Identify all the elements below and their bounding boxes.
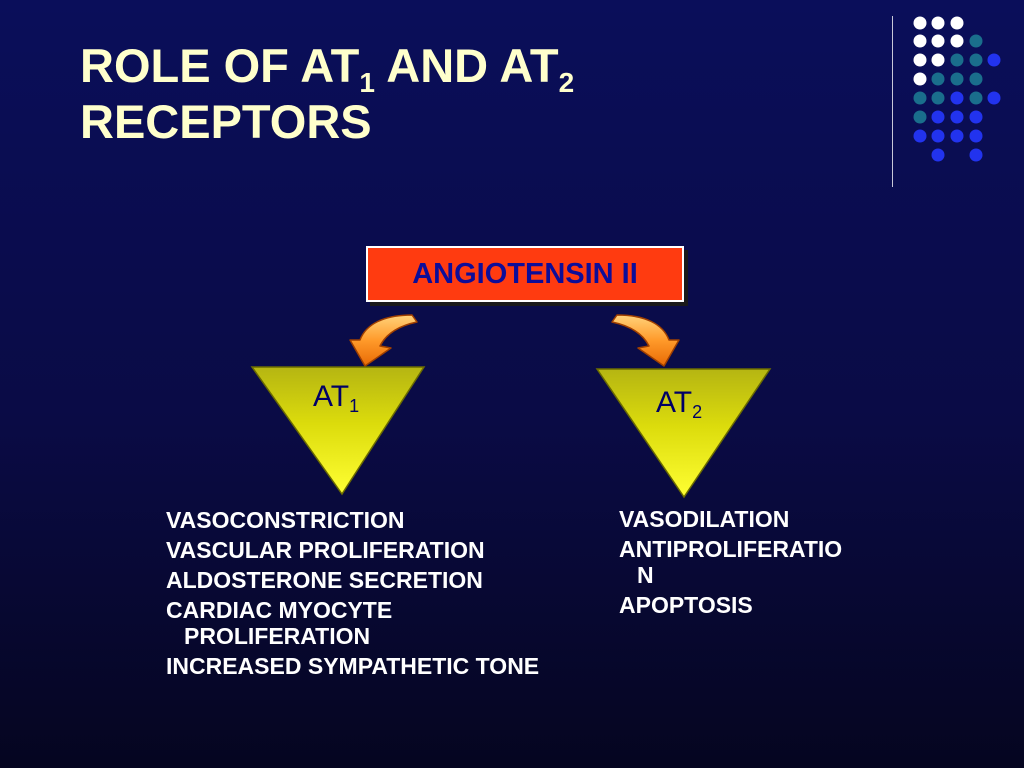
at2-subscript: 2: [692, 402, 703, 422]
decorative-dot: [913, 91, 927, 105]
decorative-dot: [931, 34, 945, 48]
angiotensin-ii-label: ANGIOTENSIN II: [412, 257, 638, 290]
decorative-dot: [969, 148, 983, 162]
decorative-dot: [969, 34, 983, 48]
decorative-dot: [950, 129, 964, 143]
at1-subscript: 1: [349, 396, 360, 416]
at1-triangle: [250, 366, 426, 496]
decorative-dot: [931, 91, 945, 105]
decorative-dot: [950, 91, 964, 105]
at1-effect-item: CARDIAC MYOCYTE PROLIFERATION: [166, 597, 393, 649]
at1-label: AT1: [313, 380, 360, 416]
decorative-dot: [913, 72, 927, 86]
at1-effect-item: VASCULAR PROLIFERATION: [166, 537, 485, 563]
decorative-dot: [931, 53, 945, 67]
decorative-dot: [950, 34, 964, 48]
at2-effect-item: APOPTOSIS: [619, 592, 753, 618]
decorative-dot: [931, 110, 945, 124]
title-text-2: AND AT: [374, 39, 559, 92]
decorative-dot: [969, 129, 983, 143]
decorative-dot: [913, 53, 927, 67]
curved-arrow-down-left-icon: [349, 314, 418, 367]
decorative-dot: [969, 91, 983, 105]
at2-effects-list: VASODILATION ANTIPROLIFERATION APOPTOSIS: [619, 506, 844, 622]
decorative-dot: [969, 53, 983, 67]
decorative-dot: [950, 16, 964, 30]
decorative-dot: [950, 110, 964, 124]
decorative-dot: [913, 129, 927, 143]
decorative-dot: [913, 110, 927, 124]
at1-name: AT: [313, 380, 350, 413]
decorative-dot: [969, 110, 983, 124]
angiotensin-ii-box: ANGIOTENSIN II: [366, 246, 684, 302]
at1-effect-item: VASOCONSTRICTION: [166, 507, 405, 533]
at2-triangle: [595, 368, 772, 499]
at2-effect-item: ANTIPROLIFERATION: [619, 536, 843, 588]
curved-arrow-down-right-icon: [611, 314, 680, 367]
title-subscript-1: 1: [359, 67, 375, 98]
at2-label: AT2: [656, 386, 703, 422]
title-text-3: RECEPTORS: [80, 95, 372, 148]
decorative-dot: [931, 148, 945, 162]
decorative-dot: [913, 16, 927, 30]
decorative-dot: [931, 16, 945, 30]
decorative-dot: [969, 72, 983, 86]
decorative-divider-line: [892, 16, 893, 187]
at1-effect-item: ALDOSTERONE SECRETION: [166, 567, 483, 593]
title-subscript-2: 2: [558, 67, 575, 98]
decorative-dot: [950, 72, 964, 86]
decorative-dot: [913, 34, 927, 48]
title-text-1: ROLE OF AT: [80, 39, 360, 92]
decorative-dot: [950, 53, 964, 67]
decorative-dot: [987, 91, 1001, 105]
decorative-dot: [987, 53, 1001, 67]
decorative-dot: [931, 72, 945, 86]
at2-name: AT: [656, 386, 693, 419]
at2-effect-item: VASODILATION: [619, 506, 790, 532]
at1-effect-item: INCREASED SYMPATHETIC TONE: [166, 653, 540, 679]
decorative-dot: [931, 129, 945, 143]
decorative-dot-grid: [913, 16, 1001, 162]
at1-effects-list: VASOCONSTRICTION VASCULAR PROLIFERATION …: [166, 507, 576, 683]
